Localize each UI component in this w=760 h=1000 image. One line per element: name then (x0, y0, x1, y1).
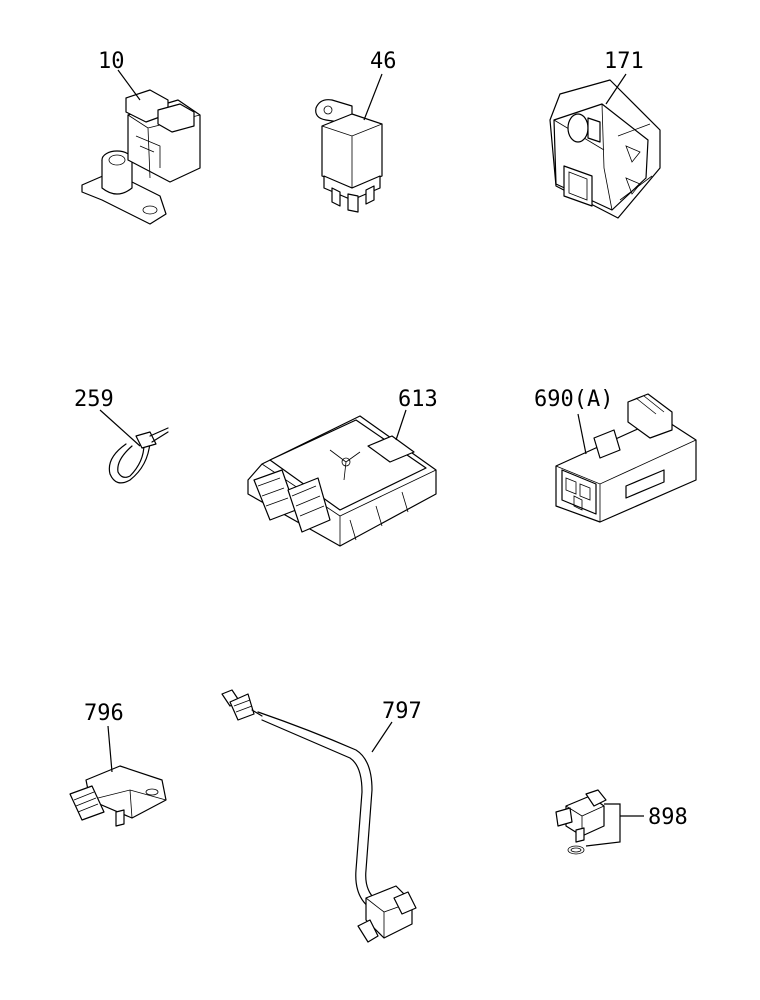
callout-898: 898 (648, 805, 688, 830)
leader-613 (395, 409, 407, 441)
leader-259 (99, 409, 141, 447)
leader-796 (107, 725, 113, 773)
callout-797: 797 (382, 699, 422, 724)
callout-613: 613 (398, 387, 438, 412)
part-898-sensor-oring[interactable] (555, 789, 607, 855)
part-171-control-unit[interactable] (549, 79, 661, 219)
part-613-ecu[interactable] (247, 415, 437, 547)
leader-46 (363, 73, 383, 121)
callout-46: 46 (370, 49, 397, 74)
callout-259: 259 (74, 387, 114, 412)
leader-690a (577, 413, 587, 455)
part-797-sensor-harness[interactable] (221, 689, 417, 943)
part-796-pressure-sensor[interactable] (69, 765, 167, 827)
callout-690a: 690(A) (534, 387, 613, 412)
callout-171: 171 (604, 49, 644, 74)
part-10-sensor-bracket[interactable] (81, 89, 201, 225)
leader-171 (605, 73, 627, 105)
callout-10: 10 (98, 49, 125, 74)
leader-898 (585, 803, 644, 847)
callout-796: 796 (84, 701, 124, 726)
leader-10 (117, 69, 141, 101)
part-690a-connector[interactable] (555, 393, 697, 523)
part-259-cable-tie[interactable] (108, 427, 169, 484)
leader-797 (371, 721, 393, 753)
part-46-relay[interactable] (315, 99, 383, 213)
